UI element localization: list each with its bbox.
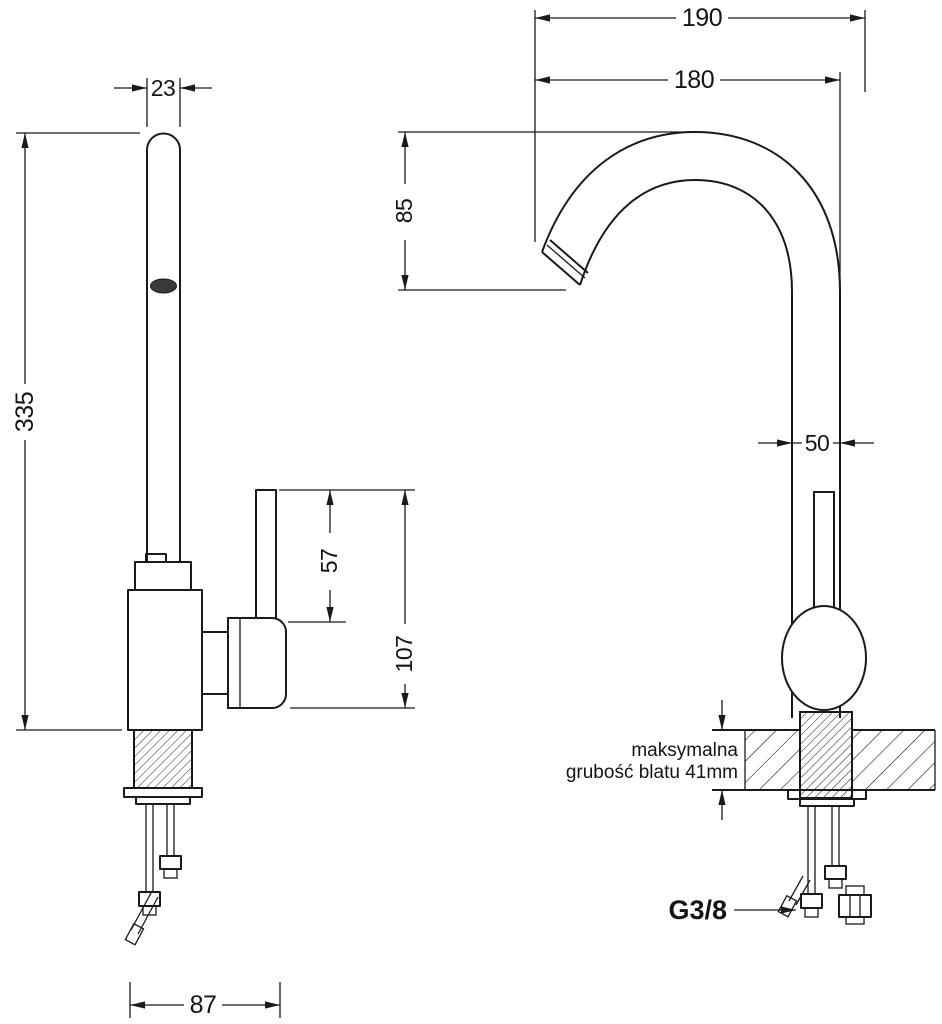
dim-spout-width-label: 23 [151, 75, 176, 101]
thread-size-callout: G3/8 [668, 895, 796, 925]
front-mixer-body [781, 605, 867, 711]
dimension-base-width: 87 [129, 982, 281, 1019]
front-spout-inner [579, 179, 793, 718]
front-hose-nut [777, 894, 798, 918]
side-view: 23 335 57 107 [11, 75, 417, 1019]
dimension-body-width: 50 [758, 430, 874, 456]
side-body [127, 589, 203, 731]
front-hose [795, 879, 811, 906]
dim-body-width-label: 50 [805, 430, 830, 456]
front-nut-2 [824, 865, 847, 880]
thread-size-label: G3/8 [668, 895, 727, 925]
side-plate [135, 796, 191, 805]
thread-connector-hex [838, 894, 872, 918]
dimension-reach-inner: 180 [535, 66, 841, 290]
dimension-total-height: 335 [11, 132, 140, 731]
dimension-body-height: 107 [290, 490, 417, 709]
side-handle-lever [255, 489, 277, 621]
front-spout-tip-collar [549, 239, 589, 274]
dimension-reach-outer: 190 [534, 4, 866, 242]
dim-reach-outer-label: 190 [682, 4, 722, 32]
side-hose-nut [124, 922, 145, 946]
dim-handle-height-label: 57 [316, 549, 342, 574]
thread-connector-collar [845, 885, 865, 896]
side-washer [123, 787, 203, 798]
side-spout-pipe [146, 132, 181, 562]
dim-body-width-mask [802, 431, 833, 454]
dim-reach-inner-label: 180 [674, 66, 714, 94]
front-nut-1 [800, 893, 823, 909]
side-aerator [150, 278, 177, 294]
side-collar [134, 561, 192, 591]
front-mounting-hardware [777, 789, 872, 925]
front-hose [788, 875, 804, 902]
dim-spout-drop-label: 85 [391, 199, 417, 224]
slab-hatch-right [852, 730, 935, 790]
thread-connector-tail [845, 916, 865, 925]
front-plate [799, 798, 855, 807]
side-collar-tab [145, 553, 167, 563]
dimension-spout-drop: 85 [391, 131, 698, 291]
front-spout-outer [541, 131, 841, 718]
side-nut-1-tail [142, 905, 157, 916]
front-nut-1-tail [804, 907, 819, 918]
side-nut-2-tail [163, 868, 178, 879]
front-shank-thread [799, 711, 853, 799]
slab-hatch-left [745, 730, 800, 790]
dimension-handle-height: 57 [279, 489, 415, 623]
dim-base-width-label: 87 [190, 991, 217, 1019]
counter-note-line1: maksymalna [631, 740, 738, 761]
dimension-spout-width: 23 [114, 75, 212, 127]
counter-note-line2: grubość blatu 41mm [566, 762, 738, 783]
side-mounting-hardware [123, 787, 203, 946]
side-nut-2 [159, 855, 182, 870]
front-view: maksymalna grubość blatu 41mm [391, 4, 936, 925]
countertop-slab [712, 729, 936, 791]
front-nut-2-tail [828, 878, 843, 889]
side-handle-block [227, 617, 287, 709]
side-shank-thread [133, 729, 193, 789]
front-spout-tip-face [541, 251, 581, 286]
counter-thickness-note: maksymalna grubość blatu 41mm [566, 700, 738, 820]
dim-total-height-label: 335 [11, 392, 39, 432]
dim-body-height-label: 107 [391, 636, 417, 673]
front-handle-lever [813, 491, 835, 615]
front-spout-tip-collar [546, 244, 586, 279]
